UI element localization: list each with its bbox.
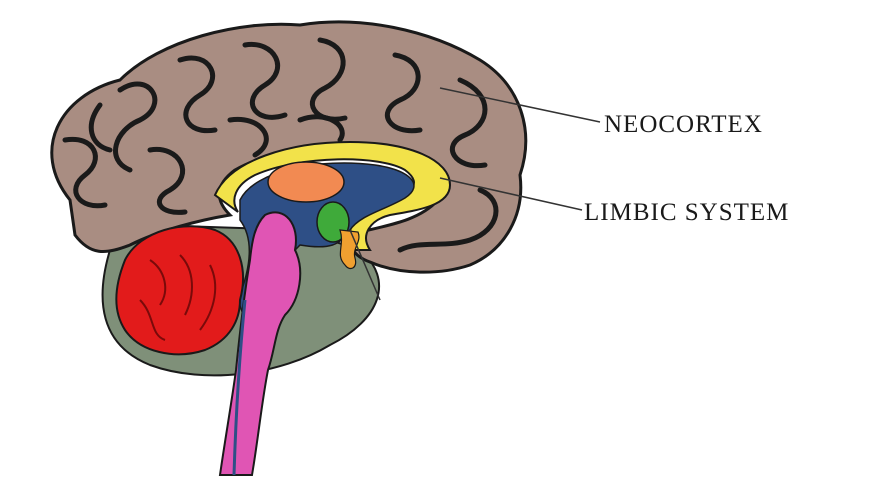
thalamus bbox=[268, 162, 344, 202]
cerebellum bbox=[116, 226, 243, 354]
neocortex-label: NEOCORTEX bbox=[604, 112, 763, 137]
limbic-system-label: LIMBIC SYSTEM bbox=[584, 200, 789, 225]
